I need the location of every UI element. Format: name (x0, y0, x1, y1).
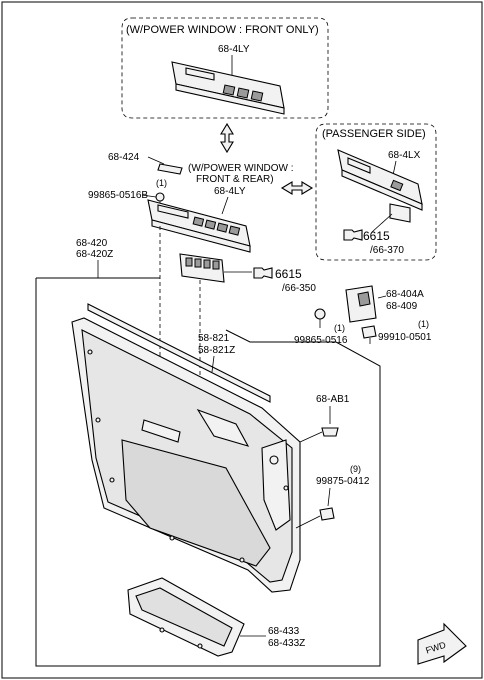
passenger-side-group: (PASSENGER SIDE) 68-4LX 6615 /66-370 (315, 123, 437, 261)
front-only-group: (W/POWER WINDOW : FRONT ONLY) 68-4LY (121, 17, 329, 119)
bracket-group: 68-404A 68-409 (1) 99865-0516 (1) 99910-… (294, 285, 432, 346)
front-rear-title-2: FRONT & REAR) (196, 174, 274, 185)
clip-label: 99910-0501 (378, 332, 432, 343)
bracket-label-2: 68-409 (386, 301, 418, 312)
screw-label: 99865-0516B (88, 190, 148, 201)
grommet-part (299, 427, 339, 443)
front-rear-part-label: 68-4LY (214, 186, 246, 197)
grommet-label: 68-AB1 (316, 394, 350, 405)
window-switch-passenger (337, 149, 423, 211)
screw2-label: 99865-0516 (294, 335, 348, 346)
fastener-label: 99875-0412 (316, 476, 370, 487)
window-switch-front-only (171, 61, 285, 115)
weatherstrip-label-2: 58-821Z (198, 345, 235, 356)
trim-label-1: 68-420 (76, 238, 108, 249)
door-trim-panel (71, 317, 301, 593)
front-only-title: (W/POWER WINDOW : FRONT ONLY) (126, 24, 319, 36)
weatherstrip-part (87, 303, 271, 403)
trim-outline-box (35, 277, 381, 667)
pad-label: 68-424 (108, 152, 140, 163)
front-rear-group: 68-424 (W/POWER WINDOW : FRONT & REAR) 6… (88, 152, 316, 294)
clip-qty: (1) (418, 319, 429, 329)
front-only-part-label: 68-4LY (218, 44, 250, 55)
fastener-qty: (9) (350, 464, 361, 474)
bracket-label-1: 68-404A (386, 289, 424, 300)
screw2-qty: (1) (334, 323, 345, 333)
connector-icon (253, 267, 273, 279)
passenger-dashed-box (315, 123, 437, 261)
clip-part (361, 325, 377, 344)
ref-6615-main: 6615 (275, 267, 302, 281)
fastener-part (295, 507, 335, 529)
window-switch-front-rear (147, 199, 251, 253)
front-only-dashed-box (121, 17, 329, 119)
screw2-part (314, 308, 326, 328)
trim-label-2: 68-420Z (76, 249, 113, 260)
screw-part (155, 192, 165, 210)
passenger-switch-unit (389, 203, 411, 223)
weatherstrip-label-1: 58-821 (198, 333, 230, 344)
door-pocket-part (127, 577, 245, 657)
connector-icon (343, 229, 363, 241)
double-arrow-icon (220, 122, 234, 154)
ref-66350: /66-350 (282, 283, 316, 294)
bracket-part (345, 285, 377, 323)
pad-part (157, 163, 183, 175)
screw-qty: (1) (156, 178, 167, 188)
front-rear-title-1: (W/POWER WINDOW : (188, 163, 294, 174)
passenger-side-title: (PASSENGER SIDE) (322, 128, 426, 140)
pocket-label-1: 68-433 (268, 626, 300, 637)
ref-6615-passenger: 6615 (363, 229, 390, 243)
fwd-arrow-icon: FWD (417, 622, 467, 665)
trim-group: 68-420 68-420Z 58-821 58-821Z (35, 226, 381, 667)
switch-unit (179, 253, 225, 283)
double-arrow-icon (280, 181, 314, 195)
passenger-part-label: 68-4LX (388, 150, 421, 161)
pocket-label-2: 68-433Z (268, 638, 305, 649)
ref-66370: /66-370 (370, 245, 404, 256)
